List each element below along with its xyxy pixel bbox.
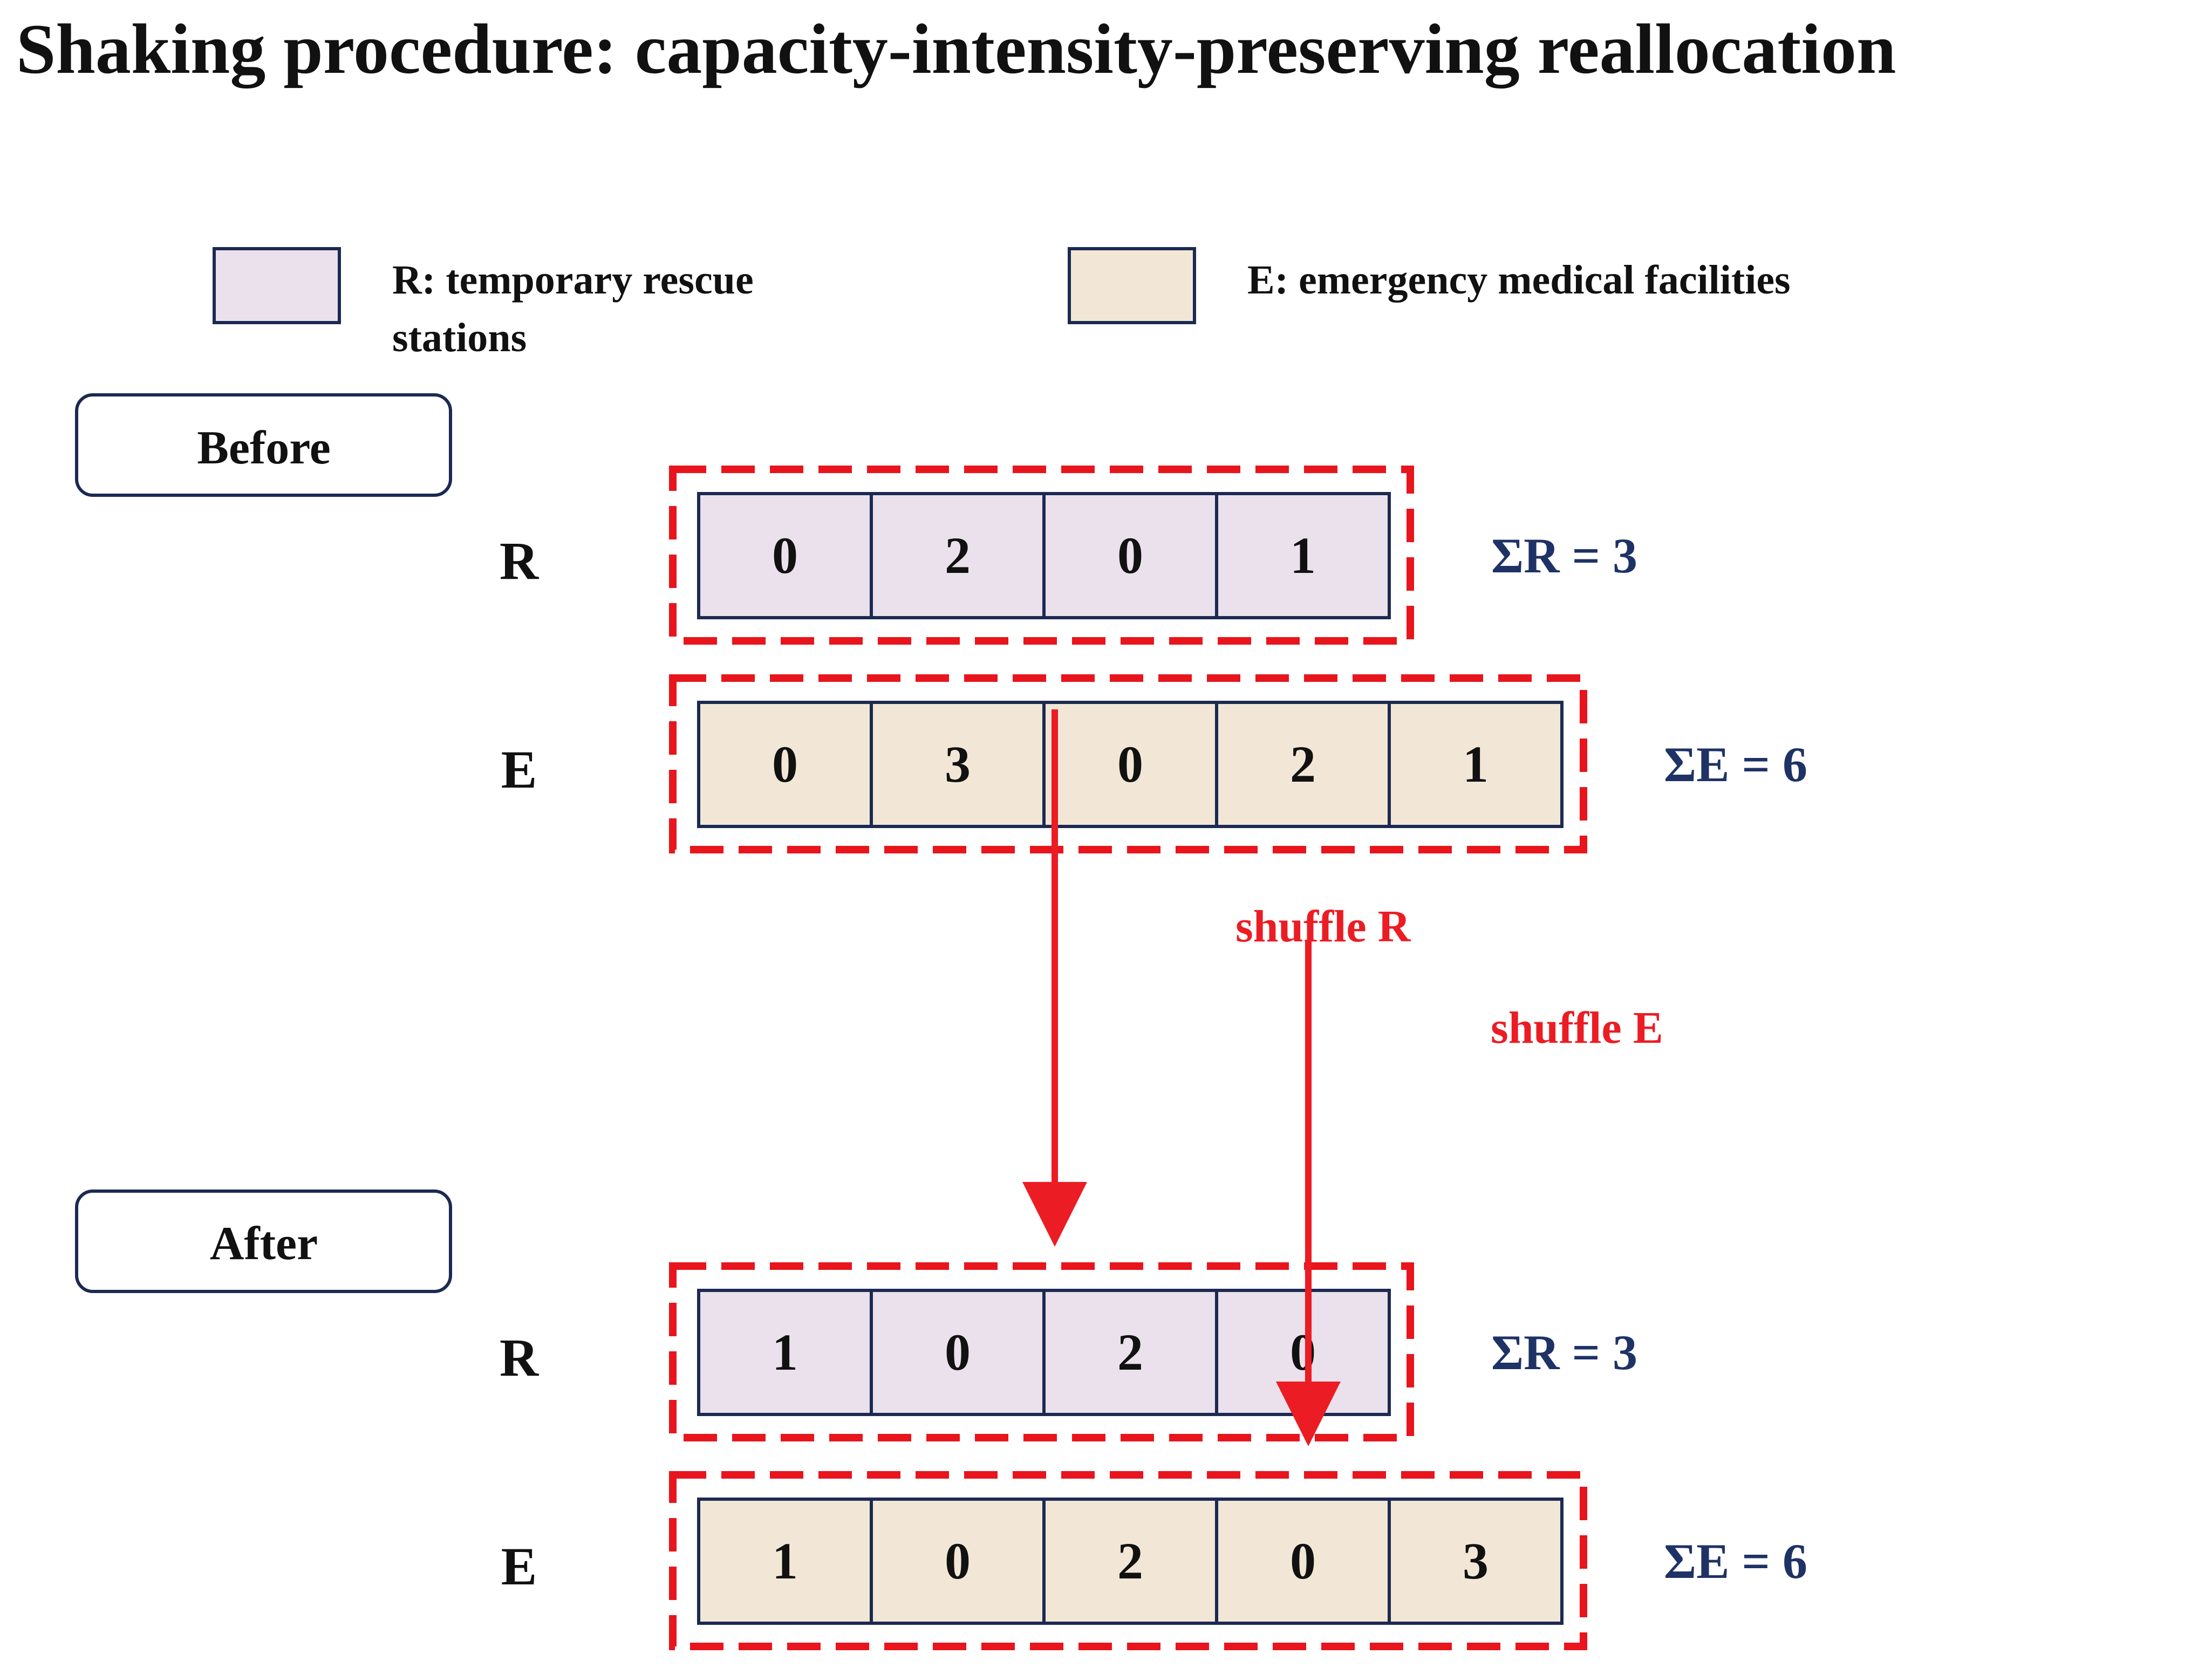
cell-value-after-e-4: 3 [1463,1532,1489,1590]
cell-value-after-e-0: 1 [772,1532,798,1590]
row-label-before-e: E [501,740,537,799]
cell-value-before-r-1: 2 [945,527,971,584]
cell-before-e-2 [1042,701,1218,828]
row-label-before-r: R [500,531,540,591]
cell-value-before-e-4: 1 [1463,735,1489,793]
cell-value-after-r-2: 2 [1117,1323,1143,1381]
row-before-r: R 0 2 0 1 ΣR = 3 [500,466,1637,645]
sum-label-after-e: ΣE = 6 [1664,1534,1807,1589]
cell-after-r-1 [870,1289,1046,1416]
cells-after-e: 1 0 2 0 3 [697,1498,1564,1625]
diagram-title: Shaking procedure: capacity-intensity-pr… [16,9,1896,88]
cell-after-e-0 [697,1498,873,1625]
cell-value-before-e-0: 0 [772,735,798,793]
dashed-outline-after-r [669,1262,1414,1441]
row-label-after-r: R [500,1328,540,1387]
dashed-outline-before-e [669,674,1587,853]
cell-after-e-4 [1388,1498,1564,1625]
cell-value-before-e-2: 0 [1117,735,1143,793]
legend-label-r-line2: stations [392,315,527,360]
cell-value-before-r-0: 0 [772,527,798,584]
legend-swatch-e [1068,247,1196,324]
cell-before-r-2 [1042,492,1218,619]
cell-value-after-r-1: 0 [945,1323,971,1381]
cell-after-e-1 [870,1498,1046,1625]
cell-value-after-e-1: 0 [945,1532,971,1590]
cell-value-before-e-3: 2 [1290,735,1316,793]
stage-label-after: After [210,1218,318,1270]
dashed-outline-before-r [669,466,1414,645]
row-after-r: R 1 0 2 0 ΣR = 3 [500,1262,1637,1441]
cell-before-e-1 [870,701,1046,828]
sum-label-after-r: ΣR = 3 [1491,1325,1637,1380]
cell-value-before-r-3: 1 [1290,527,1316,584]
cell-before-r-3 [1215,492,1391,619]
row-before-e: E 0 3 0 2 1 ΣE = 6 [501,674,1807,853]
cell-before-r-1 [870,492,1046,619]
shuffle-r-label: shuffle R [1235,901,1411,952]
dashed-outline-after-e [669,1471,1587,1650]
row-after-e: E 1 0 2 0 3 ΣE = 6 [501,1471,1807,1650]
cell-before-e-3 [1215,701,1391,828]
sum-label-before-r: ΣR = 3 [1491,528,1637,583]
cells-before-e: 0 3 0 2 1 [697,701,1564,828]
cell-after-e-3 [1215,1498,1391,1625]
stage-label-before: Before [197,422,331,474]
shuffle-e-label: shuffle E [1491,1003,1663,1053]
cells-after-r: 1 0 2 0 [697,1289,1391,1416]
cell-value-before-r-2: 0 [1117,527,1143,584]
sum-label-before-e: ΣE = 6 [1664,737,1807,792]
legend-swatch-r [213,247,341,324]
stage-badge-before [75,393,452,497]
cell-value-before-e-1: 3 [945,735,971,793]
cell-value-after-r-0: 1 [772,1323,798,1381]
legend-label-e: E: emergency medical facilities [1247,257,1791,303]
cell-before-r-0 [697,492,873,619]
cell-after-e-2 [1042,1498,1218,1625]
cells-before-r: 0 2 0 1 [697,492,1391,619]
legend-label-r-line1: R: temporary rescue [392,257,754,303]
cell-value-after-r-3: 0 [1290,1323,1316,1381]
cell-before-e-4 [1388,701,1564,828]
row-label-after-e: E [501,1536,537,1596]
cell-value-after-e-2: 2 [1117,1532,1143,1590]
cell-value-after-e-3: 0 [1290,1532,1316,1590]
stage-badge-after [75,1190,452,1293]
cell-after-r-0 [697,1289,873,1416]
